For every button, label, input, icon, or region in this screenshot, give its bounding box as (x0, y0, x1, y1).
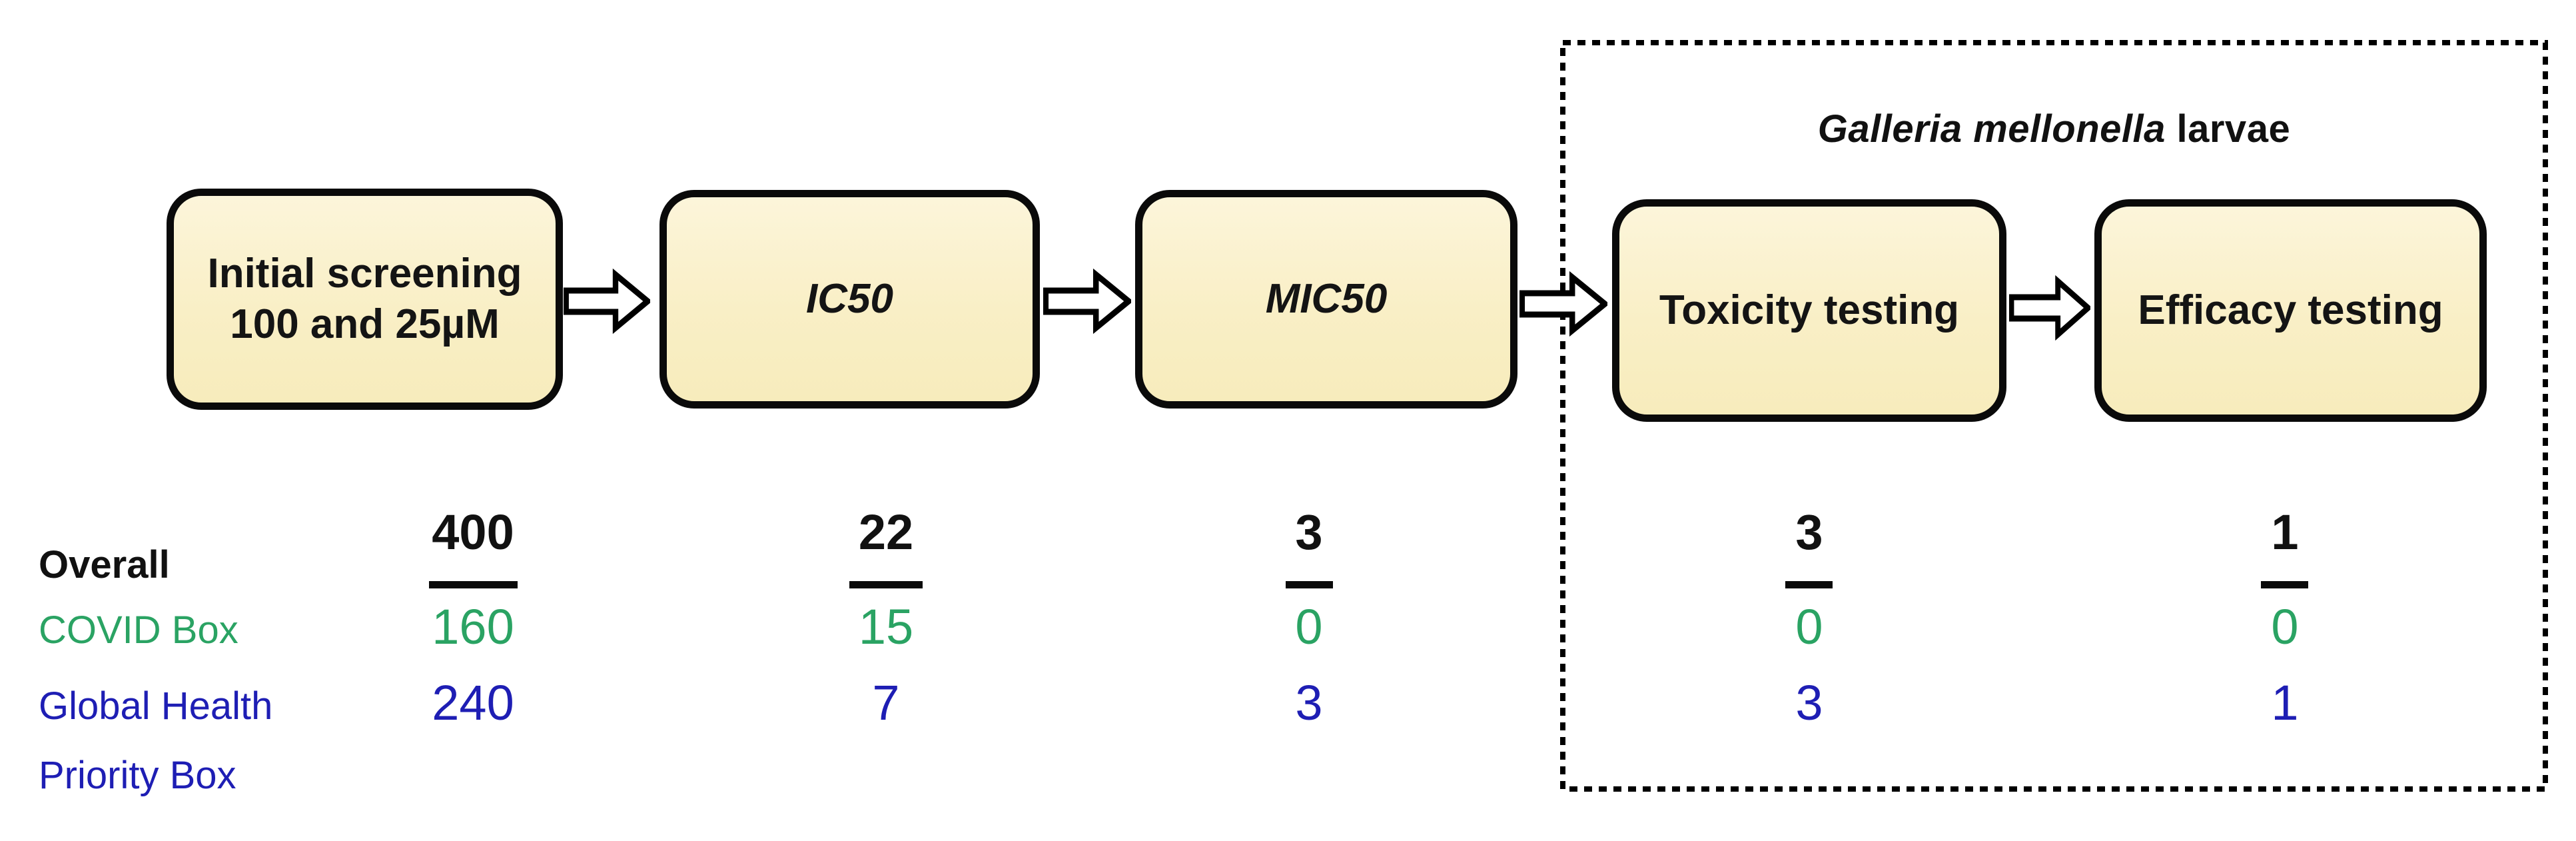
count-covid-efficacy: 0 (2271, 599, 2299, 654)
fraction-rule (1785, 581, 1833, 588)
count-covid-mic50: 0 (1295, 599, 1323, 654)
count-overall-mic50: 3 (1295, 504, 1323, 560)
fraction-rule (429, 581, 518, 588)
stage-label: MIC50 (1266, 274, 1388, 325)
count-ghpb-mic50: 3 (1295, 675, 1323, 730)
count-covid-initial-screening: 160 (432, 599, 514, 654)
row-label-global-health-priority-box-line1: Global Health (39, 684, 273, 728)
stage-label: Toxicity testing (1659, 285, 1959, 336)
count-overall-ic50: 22 (858, 504, 914, 560)
count-overall-efficacy: 1 (2271, 504, 2299, 560)
stage-text-line1: MIC50 (1265, 276, 1388, 323)
flow-arrow-icon (1043, 268, 1131, 335)
stage-text-line2: 100 and 25µM (230, 301, 500, 347)
stage-text-line1: Toxicity testing (1659, 287, 1960, 334)
stage-box-mic50: MIC50 (1135, 190, 1517, 409)
stage-label: IC50 (806, 274, 893, 325)
fraction-rule (2261, 581, 2308, 588)
stage-label: Efficacy testing (2138, 285, 2443, 336)
stage-text-line1: Efficacy testing (2138, 287, 2443, 334)
count-overall-toxicity: 3 (1795, 504, 1823, 560)
stage-text-line1: Initial screening (207, 251, 522, 297)
count-overall-initial-screening: 400 (432, 504, 514, 560)
count-covid-ic50: 15 (858, 599, 914, 654)
fraction-rule (1286, 581, 1333, 588)
row-label-overall: Overall (39, 543, 170, 586)
count-ghpb-efficacy: 1 (2271, 675, 2299, 730)
flow-arrow-icon (2009, 275, 2090, 341)
stage-box-ic50: IC50 (659, 190, 1040, 409)
larvae-word: larvae (2165, 107, 2291, 151)
count-ghpb-ic50: 7 (872, 675, 900, 730)
fraction-rule (849, 581, 923, 588)
flow-arrow-icon (1519, 271, 1607, 337)
stage-box-toxicity-testing: Toxicity testing (1612, 199, 2006, 422)
stage-text-line1: IC50 (806, 276, 893, 323)
stage-box-efficacy-testing: Efficacy testing (2094, 199, 2487, 422)
species-name: Galleria mellonella (1817, 107, 2166, 151)
larvae-group-title: Galleria mellonella larvae (1560, 107, 2548, 151)
flow-arrow-icon (564, 268, 650, 335)
row-label-covid-box: COVID Box (39, 608, 238, 652)
count-ghpb-toxicity: 3 (1795, 675, 1823, 730)
stage-label: Initial screening 100 and 25µM (207, 249, 522, 349)
row-label-global-health-priority-box-line2: Priority Box (39, 754, 236, 797)
count-covid-toxicity: 0 (1795, 599, 1823, 654)
stage-box-initial-screening: Initial screening 100 and 25µM (167, 189, 563, 410)
larvae-group-outline (1560, 40, 2548, 792)
count-ghpb-initial-screening: 240 (432, 675, 514, 730)
